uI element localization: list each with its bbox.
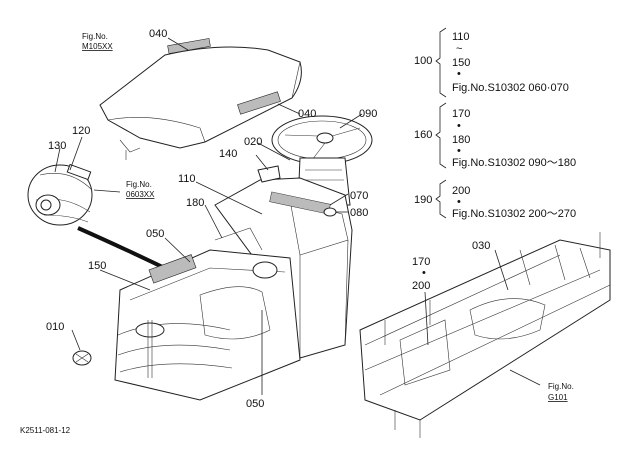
group-160-bottom: 180	[452, 134, 470, 146]
callout-070: 070	[350, 190, 368, 202]
group-190: 190 200 • Fig.No.S10302 200～270	[414, 179, 576, 220]
group-160: 160 170 • 180 • Fig.No.S10302 090～180	[414, 102, 576, 169]
callout-170: 170	[412, 256, 430, 268]
callout-050-bottom: 050	[246, 398, 264, 410]
callout-080: 080	[350, 207, 368, 219]
callout-dot: •	[422, 267, 426, 279]
grille-illustration	[114, 227, 301, 401]
callout-010: 010	[46, 321, 64, 333]
emblem-illustration	[72, 350, 92, 366]
callout-020: 020	[244, 136, 262, 148]
callout-120: 120	[72, 125, 90, 137]
group-160-sep: •	[457, 120, 461, 132]
group-190-id: 190	[414, 194, 432, 206]
leader-lines	[54, 37, 541, 395]
group-190-dot: •	[457, 196, 461, 208]
fig-ref-g101-number: G101	[548, 393, 568, 402]
callout-140: 140	[219, 148, 237, 160]
group-100-ref: Fig.No.S10302 060·070	[452, 82, 569, 94]
callout-040-hood: 040	[149, 28, 167, 40]
group-160-id: 160	[414, 129, 432, 141]
group-100: 100 110 ~ 150 • Fig.No.S10302 060·070	[414, 27, 569, 98]
fig-ref-0603-number: 0603XX	[126, 190, 155, 199]
fig-ref-0603-label: Fig.No.	[126, 180, 152, 189]
group-100-bottom: 150	[452, 57, 470, 69]
callout-050-left: 050	[146, 228, 164, 240]
callout-180: 180	[186, 197, 204, 209]
fig-ref-m105-number: M105XX	[82, 42, 113, 51]
group-160-top: 170	[452, 108, 470, 120]
fig-ref-g101-label: Fig.No.	[548, 382, 574, 391]
callout-030: 030	[472, 240, 490, 252]
group-190-top: 200	[452, 185, 470, 197]
air-cleaner-illustration	[27, 163, 93, 226]
callout-130: 130	[48, 140, 66, 152]
hood-illustration	[99, 38, 302, 160]
group-100-top: 110	[452, 31, 470, 43]
fig-ref-m105-label: Fig.No.	[82, 32, 108, 41]
group-100-dot: •	[457, 68, 461, 80]
frame-illustration	[359, 232, 611, 438]
callout-110: 110	[178, 173, 196, 185]
group-160-ref: Fig.No.S10302 090～180	[452, 157, 576, 169]
callout-150: 150	[88, 260, 106, 272]
group-190-ref: Fig.No.S10302 200～270	[452, 208, 576, 220]
drawing-code: K2511-081-12	[20, 426, 71, 435]
group-100-sep: ~	[456, 43, 462, 55]
group-100-id: 100	[414, 55, 432, 67]
callout-090: 090	[359, 108, 377, 120]
callout-200: 200	[412, 280, 430, 292]
callout-040-panel: 040	[298, 108, 316, 120]
group-160-dot: •	[457, 145, 461, 157]
